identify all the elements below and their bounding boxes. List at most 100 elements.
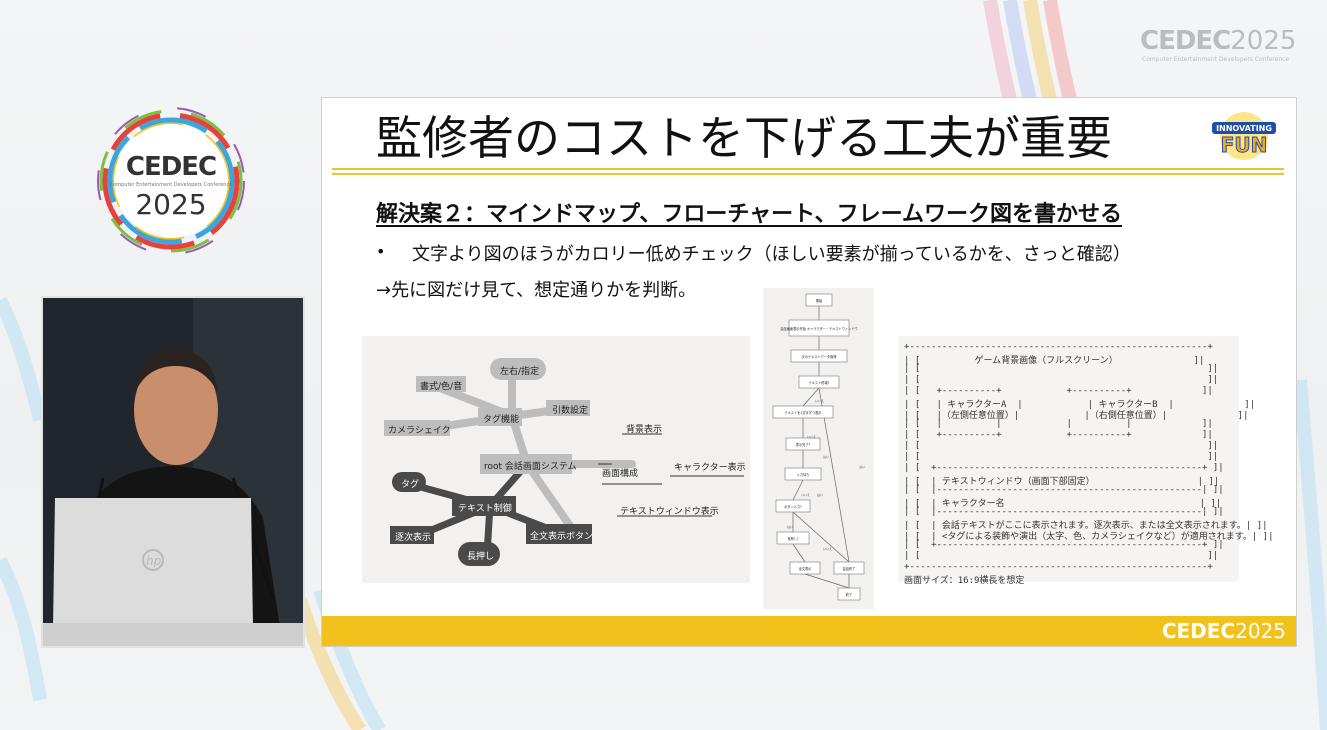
- flowchart-edge-label: はい: [787, 524, 793, 529]
- flowchart-edge: [792, 543, 806, 563]
- flowchart-node-box: [788, 319, 850, 337]
- flowchart-edge-label: いいえ: [815, 398, 824, 403]
- flowchart-node-label: ボタン入力?: [784, 504, 802, 509]
- framework-line: | [ ゲーム背景画像（フルスクリーン） ]|: [904, 356, 1205, 366]
- presentation-slide: 監修者のコストを下げる工夫が重要 INNOVATING FUN 解決案２：マイン…: [321, 97, 1297, 647]
- framework-line: | [ ]|: [904, 441, 1219, 451]
- framework-line: | [ +-----------------------------------…: [904, 463, 1224, 473]
- bullet-marker: •: [376, 242, 386, 261]
- flowchart-node-box: [772, 405, 834, 419]
- framework-line: | [ |-----------------------------------…: [904, 485, 1224, 495]
- framework-line: | [ ]|: [904, 364, 1219, 374]
- framework-line: | [ | | | | ]|: [904, 419, 1213, 429]
- speaker-image: hp: [43, 298, 303, 646]
- circle-logo-word: CEDEC: [125, 152, 217, 182]
- flowchart-node-label: テキストを1文字ずつ表示: [785, 410, 822, 415]
- slide-footer-bar: CEDEC2025: [322, 616, 1296, 646]
- flowchart-node-box: [837, 587, 861, 601]
- mindmap-sequential: 逐次表示: [395, 533, 432, 543]
- framework-line: | [ |（左側任意位置）| |（右側任意位置）| ]|: [904, 411, 1249, 421]
- flowchart-node-box: [798, 375, 840, 389]
- flowchart-node-label: 終了: [846, 592, 852, 597]
- framework-line: | [ +----------+ +----------+ ]|: [904, 386, 1213, 396]
- mindmap-format: 書式/色/音: [420, 382, 463, 392]
- innovating-fun-badge: INNOVATING FUN: [1206, 106, 1282, 166]
- flowchart-edge: [792, 479, 804, 501]
- title-rule-lower: [332, 173, 1284, 175]
- flowchart-edge-label: はい: [823, 454, 829, 459]
- flowchart-node-box: [785, 437, 821, 451]
- flowchart-node-label: 長押し?: [787, 536, 799, 541]
- logo-subtitle: Computer Entertainment Developers Confer…: [1142, 56, 1290, 63]
- flowchart-edge: [802, 387, 820, 407]
- framework-line: | [ | <タグによる装飾や演出（太字、色、カメラシェイクなど）が適用されます…: [904, 532, 1274, 542]
- footer-logo-year: 2025: [1235, 619, 1286, 643]
- flowchart-node-box: [833, 561, 865, 575]
- mindmap-screen-layout: 画面構成: [602, 469, 639, 479]
- flowchart-edge-label: いいえ: [807, 434, 816, 439]
- mindmap-tag-feature: タグ機能: [483, 415, 520, 425]
- mindmap-left-right: 左右/指定: [500, 367, 540, 377]
- framework-line: | [ ]|: [904, 375, 1219, 385]
- framework-line: | [ | 会話テキストがここに表示されます。逐次表示、または全文表示されます。…: [904, 521, 1268, 531]
- mindmap-bg-display: 背景表示: [626, 425, 663, 435]
- flowchart-node-label: テキスト終端?: [809, 380, 830, 385]
- framework-line: | [ +----------+ +----------+ ]|: [904, 430, 1213, 440]
- slide-subheading: 解決案２：マインドマップ、フローチャート、フレームワーク図を書かせる: [376, 202, 1123, 227]
- footer-logo: CEDEC2025: [1162, 619, 1286, 643]
- circle-logo-year: 2025: [135, 188, 207, 221]
- flowchart-node-label: 表示完了?: [796, 442, 811, 447]
- title-rule-upper: [332, 168, 1284, 170]
- mindmap-edges: [384, 358, 744, 566]
- mindmap-long-press: 長押し: [467, 552, 495, 562]
- cedec-circle-logo: CEDEC Computer Entertainment Developers …: [96, 106, 246, 256]
- framework-line: 画面サイズ：16:9横長を想定: [904, 576, 1025, 586]
- mindmap-full-button: 全文表示ボタン: [530, 532, 594, 542]
- flowchart-diagram: 開始会話画面表示开始 キャラクター・テキストウィンドウ次のテキストデータ取得テキ…: [763, 288, 874, 609]
- arrow-text: →先に図だけ見て、想定通りかを判断。: [376, 280, 697, 301]
- flowchart-node-box: [789, 561, 821, 575]
- framework-line: | [ | キャラクターA | | キャラクターB | ]|: [904, 400, 1256, 410]
- slide-title: 監修者のコストを下げる工夫が重要: [376, 111, 1112, 165]
- flowchart-edge: [792, 511, 850, 563]
- framework-line: | [ ]|: [904, 452, 1219, 462]
- flowchart-node-label: 会話終了: [843, 566, 856, 571]
- framework-line: | [ | テキストウィンドウ（画面下部固定） | ]|: [904, 477, 1220, 487]
- flowchart-edge: [804, 573, 850, 589]
- badge-line1: INNOVATING: [1216, 124, 1272, 133]
- logo-word: CEDEC: [1140, 26, 1231, 56]
- logo-year: 2025: [1230, 26, 1297, 56]
- framework-line: | [ | キャラクター名 | ]|: [904, 499, 1222, 509]
- flowchart-node-label: 入力待ち: [797, 472, 810, 477]
- flowchart-node-box: [784, 467, 822, 481]
- bullet-text: 文字より図のほうがカロリー低めチェック（ほしい要素が揃っているかを、さっと確認）: [412, 244, 1131, 265]
- mindmap-center: root 会話画面システム: [484, 462, 577, 472]
- flowchart-edge-label: いいえ: [801, 492, 810, 497]
- circle-logo-subtitle: Computer Entertainment Developers Confer…: [109, 182, 233, 188]
- framework-line: +---------------------------------------…: [904, 562, 1213, 572]
- flowchart-edge-label: はい: [859, 464, 865, 469]
- framework-diagram: +---------------------------------------…: [898, 336, 1274, 586]
- svg-text:hp: hp: [146, 554, 162, 568]
- flowchart-node-label: 会話画面表示开始 キャラクター・テキストウィンドウ: [780, 326, 857, 331]
- footer-logo-word: CEDEC: [1161, 619, 1236, 643]
- flowchart-node-box: [790, 349, 848, 363]
- mindmap-tag: タグ: [401, 480, 420, 490]
- speaker-camera-feed: hp: [41, 296, 305, 648]
- framework-line: | [ ]|: [904, 551, 1219, 561]
- mindmap-char-display: キャラクター表示: [674, 463, 746, 473]
- cedec-header-logo: CEDEC2025 Computer Entertainment Develop…: [1140, 26, 1300, 66]
- flowchart-node-box: [805, 293, 833, 307]
- flowchart-node-label: 次のテキストデータ取得: [802, 354, 838, 359]
- mindmap-text-control: テキスト制御: [458, 504, 512, 514]
- mindmap-args: 引数設定: [552, 406, 589, 416]
- mindmap-textwin-display: テキストウィンドウ表示: [620, 507, 719, 517]
- framework-line: +---------------------------------------…: [904, 342, 1213, 352]
- mindmap-camera-shake: カメラシェイク: [388, 426, 451, 436]
- mindmap-diagram: root 会話画面システム タグ機能 左右/指定 書式/色/音 引数設定 カメラ…: [362, 336, 750, 583]
- framework-line: | [ +-----------------------------------…: [904, 540, 1224, 550]
- fun-badge-icon: INNOVATING FUN: [1212, 112, 1276, 160]
- flowchart-edge-label: はい: [817, 492, 823, 497]
- framework-line: | [ |-----------------------------------…: [904, 507, 1224, 517]
